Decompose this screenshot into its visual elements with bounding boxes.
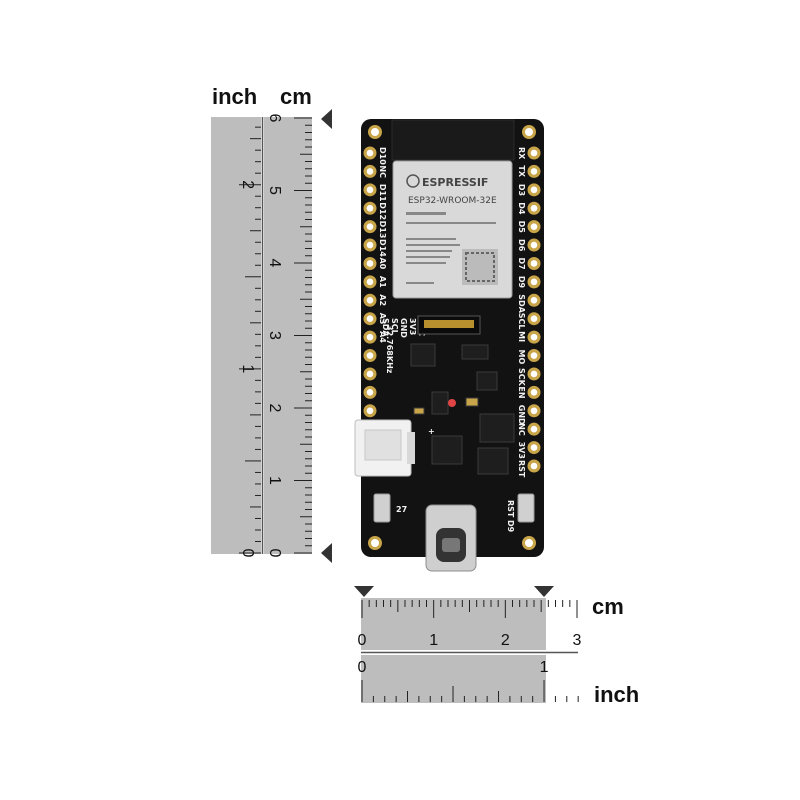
pin-label: MI bbox=[517, 331, 526, 342]
vertical-ruler-ticks: 0 1 2 3 4 5 6 0 1 2 bbox=[239, 114, 312, 558]
pin-label: SDA bbox=[517, 294, 526, 313]
pin-label: NC bbox=[517, 423, 526, 436]
crystal-label: 32.768KHz bbox=[385, 325, 394, 374]
boot-label: 27 bbox=[396, 505, 407, 514]
inch-tick-label: 1 bbox=[239, 364, 256, 373]
pin-label: A2 bbox=[378, 294, 387, 306]
cm-tick-label: 0 bbox=[266, 549, 283, 558]
horizontal-ruler: 0 1 2 3 0 1 bbox=[354, 586, 582, 703]
left-marker-arrow bbox=[354, 586, 374, 597]
pin-label: RST bbox=[517, 460, 526, 478]
top-marker-arrow bbox=[321, 109, 332, 129]
vertical-inch-label: inch bbox=[212, 84, 258, 109]
cm-tick-label: 0 bbox=[358, 632, 367, 649]
pin-label: MO bbox=[517, 350, 526, 365]
pin-label: D14 bbox=[378, 239, 387, 257]
cm-tick-label: 6 bbox=[266, 114, 283, 123]
inch-tick-label: 0 bbox=[239, 549, 256, 558]
pin-label: D6 bbox=[517, 239, 526, 252]
pin-label: SDA bbox=[381, 318, 390, 337]
pin-label: D11 bbox=[378, 184, 387, 202]
pin-label: 3V3 bbox=[408, 318, 417, 335]
pin-label: D13 bbox=[378, 221, 387, 239]
reset-label: RST bbox=[506, 500, 515, 518]
module-brand: ESPRESSIF bbox=[422, 176, 488, 189]
pin-label: D3 bbox=[517, 184, 526, 196]
pin-label: TX bbox=[517, 165, 526, 177]
pin-label: D12 bbox=[378, 202, 387, 220]
inch-tick-label: 1 bbox=[540, 659, 549, 676]
pin-label: EN bbox=[517, 386, 526, 398]
horizontal-inch-label: inch bbox=[594, 682, 640, 707]
pin-label: 3V3 bbox=[517, 442, 526, 459]
pin-label: A4 bbox=[378, 331, 387, 343]
bottom-marker-arrow bbox=[321, 543, 332, 563]
pin-label: A3 bbox=[378, 313, 387, 325]
vertical-ruler: 0 1 2 3 4 5 6 0 1 2 bbox=[211, 109, 332, 563]
right-marker-arrow bbox=[534, 586, 554, 597]
pin-label: D7 bbox=[517, 257, 526, 269]
antenna-area bbox=[391, 119, 515, 161]
pin-label: SCL bbox=[517, 313, 526, 330]
pin-label: RX bbox=[517, 147, 526, 160]
cm-tick-label: 1 bbox=[266, 476, 283, 485]
pin-label: D10 bbox=[378, 147, 387, 165]
horizontal-ruler-ticks: 0 1 2 3 0 1 bbox=[358, 600, 582, 702]
pin-label: SCK bbox=[517, 368, 526, 387]
cm-tick-label: 3 bbox=[266, 331, 283, 340]
pin-label: A1 bbox=[378, 276, 387, 288]
led-label: D9 bbox=[506, 520, 515, 533]
module-model: ESP32-WROOM-32E bbox=[408, 196, 497, 206]
boot-button bbox=[373, 493, 391, 523]
mounting-holes bbox=[368, 125, 536, 550]
horizontal-cm-strip bbox=[361, 598, 546, 650]
pin-label: GND bbox=[399, 318, 408, 338]
cm-tick-label: 5 bbox=[266, 186, 283, 195]
pin-labels: RXTXD3D4D5D6D7D9SDASCLMIMOSCKENGNDNC3V3R… bbox=[378, 147, 526, 478]
pin-label: D5 bbox=[517, 221, 526, 234]
pin-label: SCL bbox=[390, 318, 399, 335]
smd-components bbox=[410, 343, 515, 475]
battery-plus-label: + bbox=[428, 427, 435, 436]
vertical-inch-strip bbox=[211, 117, 261, 554]
reset-button bbox=[517, 493, 535, 523]
vertical-cm-label: cm bbox=[280, 84, 312, 109]
inch-tick-label: 2 bbox=[239, 180, 256, 189]
cm-tick-label: 3 bbox=[573, 632, 582, 649]
pin-label: D9 bbox=[517, 276, 526, 289]
cm-tick-label: 2 bbox=[501, 632, 510, 649]
usb-c-connector bbox=[425, 504, 477, 572]
pin-label: A0 bbox=[378, 257, 387, 269]
status-led bbox=[448, 399, 456, 407]
cm-tick-label: 1 bbox=[429, 632, 438, 649]
module-qr-code bbox=[462, 249, 498, 285]
cm-tick-label: 2 bbox=[266, 404, 283, 413]
jst-battery-connector bbox=[354, 419, 415, 477]
pin-label: NC bbox=[378, 165, 387, 178]
inch-tick-label: 0 bbox=[358, 659, 367, 676]
pin-label: GND bbox=[517, 405, 526, 425]
esp-module: ESPRESSIF ESP32-WROOM-32E bbox=[392, 160, 513, 299]
pin-label: D4 bbox=[517, 202, 526, 215]
horizontal-cm-label: cm bbox=[592, 594, 624, 619]
cm-tick-label: 4 bbox=[266, 259, 283, 268]
